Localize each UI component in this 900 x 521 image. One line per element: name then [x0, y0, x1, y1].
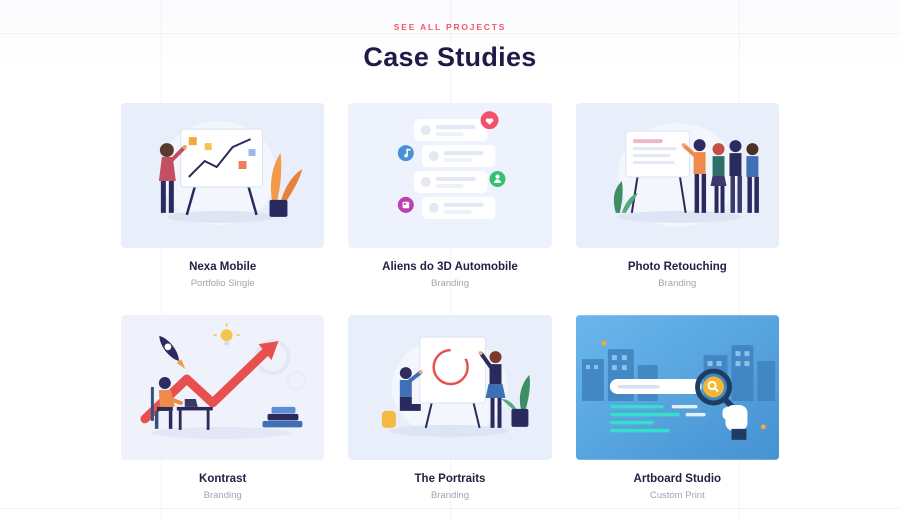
card-title[interactable]: Photo Retouching: [627, 261, 727, 273]
card-subtitle: Branding: [658, 278, 697, 289]
notification-card: [422, 145, 496, 168]
card-subtitle: Branding: [430, 490, 469, 501]
person-blue: [746, 143, 759, 213]
artboard-studio-illustration: [575, 315, 779, 460]
photo-retouching-thumbnail[interactable]: [575, 103, 779, 248]
case-study-card-kontrast[interactable]: Kontrast Branding: [121, 315, 325, 501]
artboard-studio-thumbnail[interactable]: [575, 315, 779, 460]
standing-artist: [478, 351, 506, 428]
add-user-icon: [489, 171, 506, 187]
case-study-card-photo-retouching[interactable]: Photo Retouching Branding: [575, 103, 779, 289]
person-at-laptop: [150, 377, 183, 429]
lightbulb-icon: [213, 323, 240, 346]
gear-icon: [285, 370, 307, 392]
rocket-icon: [159, 335, 186, 369]
nexa-mobile-illustration: [158, 121, 303, 225]
card-subtitle: Branding: [430, 278, 469, 289]
kneeling-artist: [400, 367, 424, 411]
music-icon: [398, 145, 415, 162]
backpack: [382, 410, 397, 428]
card-title[interactable]: The Portraits: [414, 473, 486, 485]
background-grid-line: [161, 0, 162, 521]
image-icon: [398, 196, 415, 213]
background-grid-line: [0, 33, 900, 34]
card-title[interactable]: Aliens do 3D Automobile: [382, 261, 518, 273]
card-title[interactable]: Artboard Studio: [633, 473, 722, 485]
card-title[interactable]: Nexa Mobile: [189, 261, 257, 273]
book-stack: [262, 406, 303, 428]
background-grid-line: [0, 508, 900, 509]
plant-leaf: [613, 180, 623, 213]
kontrast-thumbnail[interactable]: [121, 315, 325, 460]
desk-with-laptop: [176, 398, 213, 430]
person-redhair: [710, 143, 727, 213]
notification-card: [414, 171, 488, 193]
aliens-3d-illustration: [398, 111, 506, 219]
case-study-card-artboard-studio[interactable]: Artboard Studio Custom Print: [575, 315, 779, 501]
canvas: [419, 336, 487, 404]
magnifier-icon: [694, 368, 735, 409]
potted-plant: [501, 375, 531, 427]
case-study-card-aliens-3d[interactable]: Aliens do 3D Automobile Branding: [348, 103, 552, 289]
hand: [722, 404, 748, 440]
card-subtitle: Portfolio Single: [190, 278, 255, 289]
page-title: Case Studies: [363, 42, 537, 72]
aliens-3d-thumbnail[interactable]: [348, 103, 552, 248]
plant-pot: [269, 199, 288, 217]
chart-line: [188, 138, 251, 178]
the-portraits-illustration: [382, 336, 531, 437]
section-header: SEE ALL PROJECTS Case Studies: [0, 0, 900, 73]
background-grid-line: [450, 0, 451, 521]
person-navy: [729, 140, 742, 213]
case-study-card-the-portraits[interactable]: The Portraits Branding: [348, 315, 552, 501]
whiteboard: [624, 130, 690, 178]
card-subtitle: Custom Print: [649, 490, 705, 501]
photo-retouching-illustration: [613, 123, 759, 227]
see-all-projects-link[interactable]: SEE ALL PROJECTS: [393, 22, 507, 32]
case-study-card-nexa-mobile[interactable]: Nexa Mobile Portfolio Single: [121, 103, 325, 289]
kontrast-illustration: [140, 323, 307, 439]
heart-icon: [480, 111, 499, 130]
nexa-mobile-thumbnail[interactable]: [121, 103, 325, 248]
notification-card: [422, 196, 496, 219]
person-orange: [681, 139, 706, 213]
result-text-lines: [609, 404, 680, 433]
background-grid-line: [739, 0, 740, 521]
card-subtitle: Branding: [203, 490, 242, 501]
card-title[interactable]: Kontrast: [199, 473, 247, 485]
case-studies-grid: Nexa Mobile Portfolio Single: [121, 103, 779, 501]
person-head: [159, 143, 174, 158]
notification-card: [414, 119, 488, 142]
the-portraits-thumbnail[interactable]: [348, 315, 552, 460]
plant-leaf: [270, 153, 282, 203]
sketch-circle: [432, 348, 470, 386]
